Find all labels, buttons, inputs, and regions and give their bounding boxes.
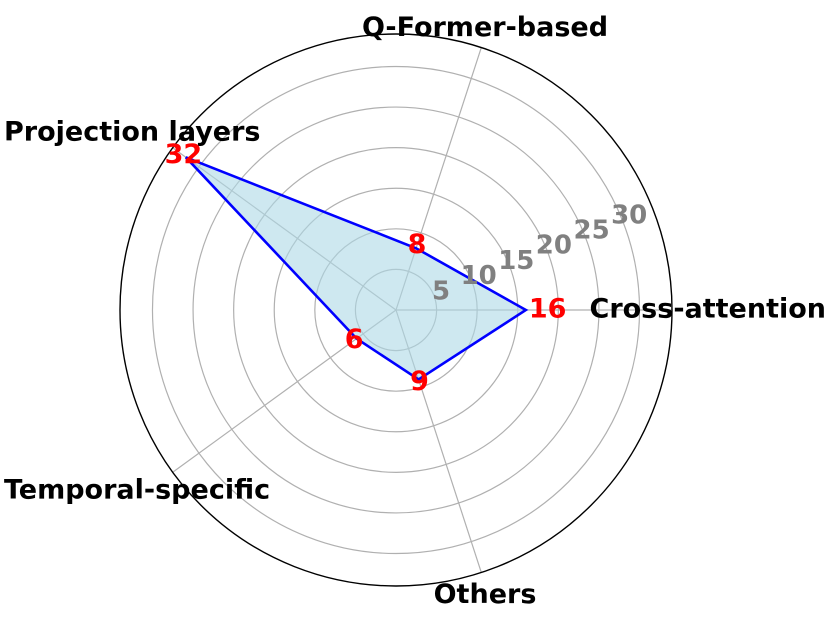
series-area	[184, 156, 529, 382]
value-label-cross-attention: 16	[529, 294, 567, 325]
r-tick-label-5: 5	[432, 276, 450, 306]
r-tick-label-25: 25	[574, 216, 610, 246]
value-labels: 16 8 32 6 9	[165, 139, 567, 397]
value-label-temporal-specific: 6	[345, 324, 364, 355]
series-fill	[185, 157, 526, 380]
category-label-projection-layers: Projection layers	[4, 117, 261, 148]
category-label-temporal-specific: Temporal-specific	[4, 475, 270, 506]
category-label-others: Others	[434, 579, 537, 610]
radial-tick-labels: 5 10 15 20 25 30	[432, 200, 647, 306]
outer-frame-circle	[119, 33, 673, 587]
series-line	[184, 156, 529, 382]
category-label-q-former-based: Q-Former-based	[362, 12, 608, 43]
value-label-q-former-based: 8	[408, 229, 427, 260]
r-tick-label-30: 30	[611, 200, 647, 230]
r-tick-label-10: 10	[461, 261, 497, 291]
r-tick-label-20: 20	[536, 231, 572, 261]
value-label-projection-layers: 32	[165, 139, 203, 170]
value-label-others: 9	[410, 366, 429, 397]
r-tick-label-15: 15	[498, 246, 534, 276]
category-label-cross-attention: Cross-attention	[590, 294, 827, 325]
category-labels: Cross-attention Q-Former-based Projectio…	[4, 12, 826, 610]
